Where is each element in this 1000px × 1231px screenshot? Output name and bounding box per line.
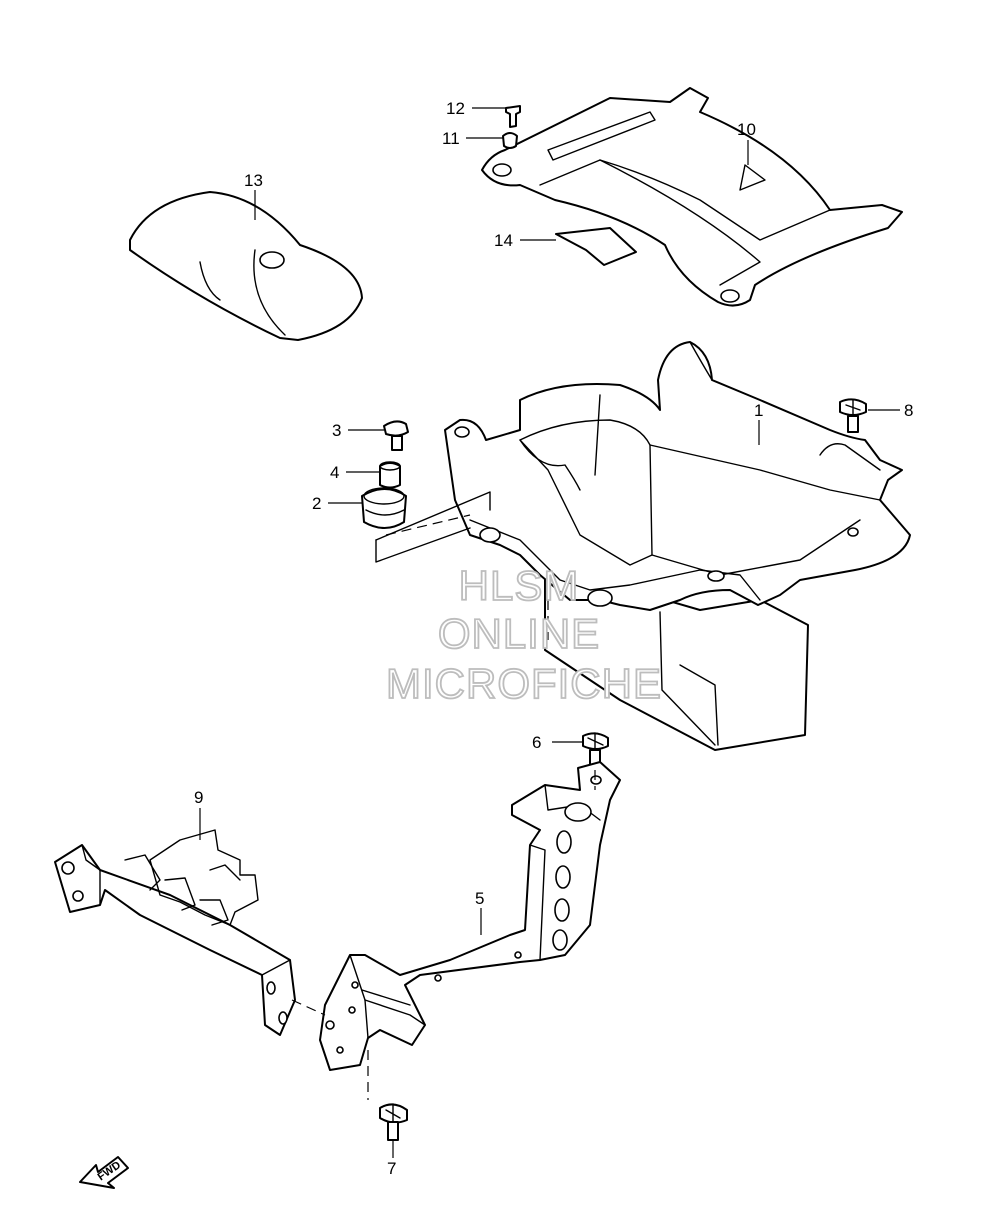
callout-12: 12 bbox=[446, 99, 465, 118]
callout-labels: 12 11 10 13 14 1 8 3 4 2 6 9 5 7 bbox=[194, 99, 913, 1178]
part-7-bolt[interactable] bbox=[379, 1103, 408, 1141]
callout-1: 1 bbox=[754, 401, 763, 420]
part-8-bolt[interactable] bbox=[839, 398, 867, 433]
watermark-line-2: ONLINE bbox=[438, 610, 600, 657]
part-11-grommet[interactable] bbox=[502, 132, 518, 149]
part-10-tray-plate[interactable] bbox=[481, 87, 903, 307]
leader-lines bbox=[199, 107, 900, 1158]
part-9-bracket[interactable] bbox=[54, 829, 296, 1036]
callout-6: 6 bbox=[532, 733, 541, 752]
fwd-arrow: FWD bbox=[79, 1156, 129, 1189]
watermark-line-3: MICROFICHE bbox=[386, 660, 662, 707]
part-6-bolt[interactable] bbox=[582, 732, 609, 766]
callout-4: 4 bbox=[330, 463, 339, 482]
part-1-battery-box[interactable] bbox=[444, 341, 911, 751]
callout-7: 7 bbox=[387, 1159, 396, 1178]
part-3-bolt[interactable] bbox=[383, 420, 409, 451]
part-2-rubber-mount[interactable] bbox=[361, 487, 407, 529]
callout-5: 5 bbox=[475, 889, 484, 908]
part-13-cover[interactable] bbox=[129, 191, 363, 341]
callout-13: 13 bbox=[244, 171, 263, 190]
callout-8: 8 bbox=[904, 401, 913, 420]
watermark: HLSM ONLINE MICROFICHE bbox=[385, 561, 662, 708]
callout-11: 11 bbox=[442, 129, 460, 148]
callout-14: 14 bbox=[494, 231, 513, 250]
part-5-mount-bracket[interactable] bbox=[319, 761, 621, 1071]
part-12-bolt[interactable] bbox=[505, 105, 521, 128]
callout-2: 2 bbox=[312, 494, 321, 513]
part-4-collar[interactable] bbox=[379, 461, 401, 489]
callout-10: 10 bbox=[737, 120, 756, 139]
assembly-dashed-lines bbox=[291, 491, 596, 1100]
callout-3: 3 bbox=[332, 421, 341, 440]
part-14-pad[interactable] bbox=[555, 227, 637, 266]
callout-9: 9 bbox=[194, 788, 203, 807]
watermark-line-1: HLSM bbox=[459, 562, 580, 609]
